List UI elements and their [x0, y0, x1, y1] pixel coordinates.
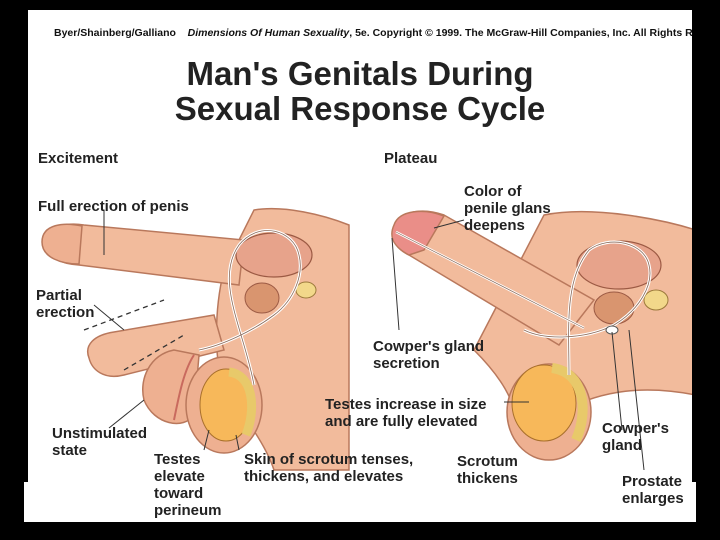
- plateau-seminal-vesicle: [644, 290, 668, 310]
- glans-color-label: Color of penile glans deepens: [464, 183, 551, 234]
- testes-elevate-line-3: toward: [154, 485, 222, 502]
- left-frame-bar: [24, 10, 28, 482]
- cowpers-secretion-line-2: secretion: [373, 355, 484, 372]
- glans-color-line-2: penile glans: [464, 200, 551, 217]
- prostate-label: Prostate enlarges: [622, 473, 684, 507]
- scrotum-tenses-label: Skin of scrotum tenses, thickens, and el…: [244, 451, 413, 485]
- right-frame-bar: [692, 10, 696, 482]
- testes-elevate-line-1: Testes: [154, 451, 222, 468]
- cowpers-gland-line-2: gland: [602, 437, 669, 454]
- scrotum-thickens-line-1: Scrotum: [457, 453, 518, 470]
- scrotum-thickens-label: Scrotum thickens: [457, 453, 518, 487]
- cowpers-secretion-label: Cowper's gland secretion: [373, 338, 484, 372]
- glans-color-line-1: Color of: [464, 183, 551, 200]
- glans-color-line-3: deepens: [464, 217, 551, 234]
- testes-increase-line-2: and are fully elevated: [325, 413, 486, 430]
- testes-increase-label: Testes increase in size and are fully el…: [325, 396, 486, 430]
- partial-erection-line-2: erection: [36, 304, 94, 321]
- slide: Byer/Shainberg/Galliano Dimensions Of Hu…: [24, 10, 696, 522]
- unstimulated-line-2: state: [52, 442, 147, 459]
- partial-erection-line-1: Partial: [36, 287, 94, 304]
- prostate-line-1: Prostate: [622, 473, 684, 490]
- cowpers-secretion-line-1: Cowper's gland: [373, 338, 484, 355]
- plateau-prostate: [594, 292, 634, 324]
- plateau-heading: Plateau: [384, 150, 437, 167]
- unstimulated-label: Unstimulated state: [52, 425, 147, 459]
- scrotum-tenses-line-1: Skin of scrotum tenses,: [244, 451, 413, 468]
- testes-elevate-label: Testes elevate toward perineum: [154, 451, 222, 519]
- erect-glans: [42, 224, 82, 264]
- cowpers-gland-line-1: Cowper's: [602, 420, 669, 437]
- scrotum-tenses-line-2: thickens, and elevates: [244, 468, 413, 485]
- excitement-seminal-vesicle: [296, 282, 316, 298]
- excitement-prostate: [245, 283, 279, 313]
- testes-elevate-line-4: perineum: [154, 502, 222, 519]
- testes-elevate-line-2: elevate: [154, 468, 222, 485]
- scrotum-thickens-line-2: thickens: [457, 470, 518, 487]
- unstimulated-line-1: Unstimulated: [52, 425, 147, 442]
- cowpers-gland-label: Cowper's gland: [602, 420, 669, 454]
- full-erection-label: Full erection of penis: [38, 198, 189, 215]
- prostate-line-2: enlarges: [622, 490, 684, 507]
- partial-erection-label: Partial erection: [36, 287, 94, 321]
- testes-increase-line-1: Testes increase in size: [325, 396, 486, 413]
- excitement-heading: Excitement: [38, 150, 118, 167]
